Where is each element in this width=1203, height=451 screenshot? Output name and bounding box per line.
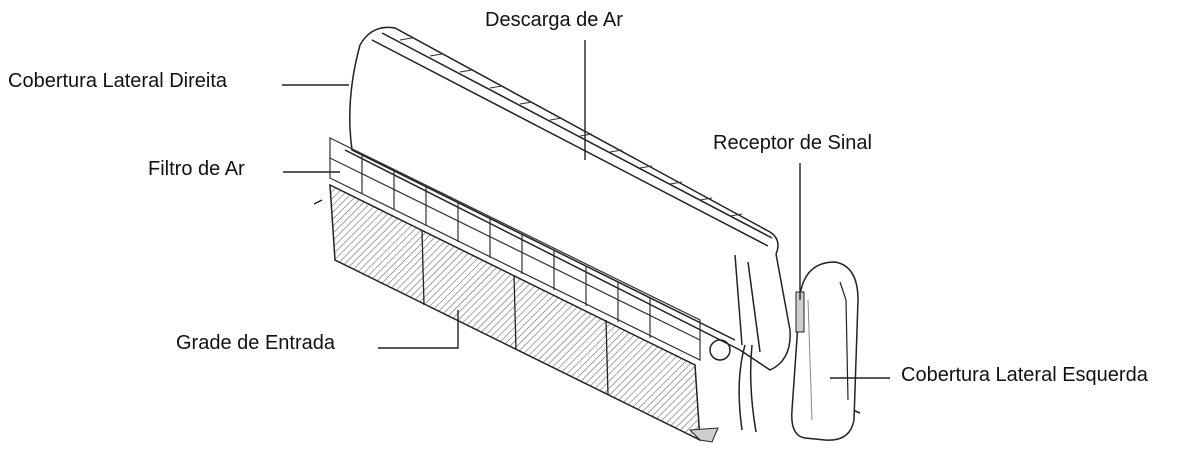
leader-lines [282,40,890,379]
refrigerant-pipes [709,339,757,433]
label-inlet-grille: Grade de Entrada [176,332,335,354]
indoor-unit-body [344,26,791,371]
left-side-cover-piece [791,261,859,441]
label-air-filter: Filtro de Ar [148,158,245,180]
louver-slots [399,37,743,217]
label-right-side-cover: Cobertura Lateral Direita [8,70,227,92]
label-air-outlet: Descarga de Ar [485,9,623,31]
inlet-grille-panel [329,183,719,443]
label-signal-receiver: Receptor de Sinal [713,132,872,154]
air-filter-frame [329,137,701,361]
label-left-side-cover: Cobertura Lateral Esquerda [901,364,1148,386]
